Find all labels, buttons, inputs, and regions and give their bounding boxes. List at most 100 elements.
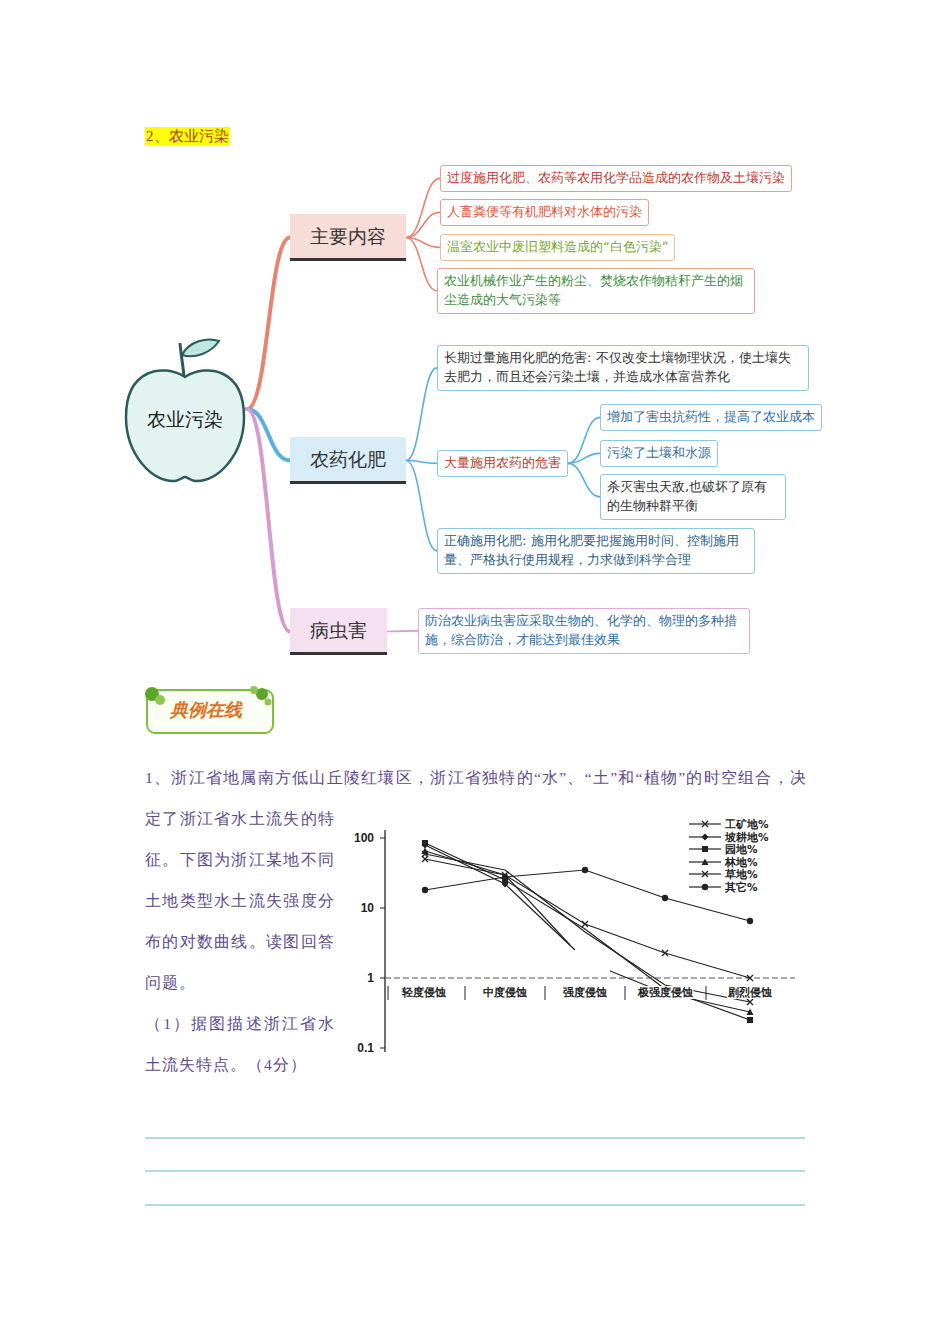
legend-entry: 草地% [688, 868, 758, 881]
sub-branch [568, 417, 600, 463]
chart-axes [380, 830, 795, 1052]
node-text: 过度施用化肥、农药等农用化学品造成的农作物及土壤污染 [447, 169, 785, 188]
question-text: 1、浙江省地属南方低山丘陵红壤区，浙江省独特的“水”、“土”和“植物”的时空组合… [145, 757, 807, 1003]
legend-entry: 林地% [688, 856, 758, 869]
y-tick-label: 10 [333, 901, 375, 915]
banner-leaf [250, 686, 258, 694]
branch-box: 主要内容 [290, 214, 406, 261]
legend-entry: 工矿地% [688, 818, 769, 831]
banner-frame [147, 690, 273, 733]
y-tick [380, 908, 385, 909]
node-text: 温室农业中废旧塑料造成的“白色污染” [447, 238, 668, 257]
legend-marker [702, 871, 708, 877]
point-marker [582, 867, 588, 873]
legend-entry: 坡耕地% [688, 831, 769, 844]
apple-stem [180, 343, 184, 377]
legend-text: 工矿地% [725, 818, 769, 830]
node-text: 增加了害虫抗药性，提高了农业成本 [607, 408, 815, 427]
point-marker [747, 975, 753, 981]
main-branch [247, 238, 290, 410]
series-line [425, 843, 750, 1020]
node-text: 正确施用化肥: 施用化肥要把握施用时间、控制施用量、严格执行使用规程，力求做到科… [444, 532, 748, 570]
answer-line [145, 1171, 805, 1172]
node-text: 病虫害 [310, 618, 367, 644]
x-tick-label: 极强度侵蚀 [637, 986, 694, 999]
sub-branch [406, 212, 440, 237]
y-tick [380, 838, 385, 839]
sub-branch [568, 453, 600, 463]
chart-series [425, 843, 750, 1020]
y-tick [380, 978, 385, 979]
leaf-box: 人畜粪便等有机肥料对水体的污染 [440, 199, 649, 226]
legend-marker [702, 846, 708, 852]
y-tick [380, 1048, 385, 1049]
node-text: 人畜粪便等有机肥料对水体的污染 [447, 203, 642, 222]
point-marker [422, 851, 428, 857]
question-item: （1）据图描述浙江省水土流失特点。（4分） [145, 1003, 807, 1085]
banner-leaf [265, 699, 272, 706]
legend-marker [702, 833, 709, 840]
legend-marker [702, 858, 709, 865]
x-axis [385, 978, 795, 979]
node-text: 杀灭害虫天敌,也破坏了原有的生物种群平衡 [607, 478, 779, 516]
leaf-box: 正确施用化肥: 施用化肥要把握施用时间、控制施用量、严格执行使用规程，力求做到科… [437, 528, 755, 574]
node-text: 主要内容 [310, 224, 386, 250]
x-tick [545, 986, 546, 1000]
legend-entry: 园地% [688, 843, 758, 856]
point-marker [422, 887, 428, 893]
node-text: 防治农业病虫害应采取生物的、化学的、物理的多种措施，综合防治，才能达到最佳效果 [425, 612, 743, 650]
x-tick-label: 轻度侵蚀 [401, 986, 447, 999]
apple-leaf [182, 340, 219, 357]
x-tick [388, 986, 389, 1000]
leaf-box: 温室农业中废旧塑料造成的“白色污染” [440, 234, 675, 261]
sub-branch [406, 368, 437, 461]
legend-text: 其它% [725, 881, 758, 893]
y-tick-label: 100 [333, 831, 375, 845]
legend-entry: 其它% [688, 881, 758, 894]
series-line [425, 870, 750, 921]
legend-marker [702, 884, 708, 890]
leaf-box: 长期过量施用化肥的危害: 不仅改变土壤物理状况，使土壤失去肥力，而且还会污染土壤… [437, 345, 809, 391]
y-tick-label: 1 [333, 971, 375, 985]
node-text: 长期过量施用化肥的危害: 不仅改变土壤物理状况，使土壤失去肥力，而且还会污染土壤… [444, 349, 802, 387]
x-tick [625, 986, 626, 1000]
sub-branch [406, 238, 437, 291]
sub-branch [568, 463, 600, 496]
leaf-box: 增加了害虫抗药性，提高了农业成本 [600, 404, 822, 431]
banner-text: 典例在线 [170, 699, 242, 721]
series-line [425, 851, 750, 1012]
legend-text: 林地% [725, 856, 758, 868]
legend-sample [688, 882, 722, 892]
point-marker [582, 921, 588, 927]
point-marker [662, 950, 668, 956]
section-heading: 2、农业污染 [145, 127, 230, 146]
legend-sample [688, 857, 722, 867]
banner-leaf [155, 695, 165, 705]
point-marker [747, 999, 753, 1005]
legend-sample [688, 869, 722, 879]
legend-text: 草地% [725, 868, 758, 880]
leaf-box: 杀灭害虫天敌,也破坏了原有的生物种群平衡 [600, 474, 786, 520]
root-apple: 农业污染 [123, 333, 247, 485]
y-tick-label: 0.1 [333, 1041, 375, 1055]
leaf-box: 污染了土壤和水源 [600, 440, 718, 467]
node-text: 大量施用农药的危害 [444, 454, 561, 473]
x-tick-label: 剧烈侵蚀 [727, 986, 773, 999]
point-marker [747, 918, 753, 924]
series-line [425, 845, 575, 950]
point-marker [662, 895, 668, 901]
section-banner [145, 686, 273, 733]
node-text: 农业机械作业产生的粉尘、焚烧农作物秸秆产生的烟尘造成的大气污染等 [444, 272, 748, 310]
series-line [425, 859, 750, 978]
legend-marker [702, 821, 708, 827]
x-tick-label: 强度侵蚀 [562, 986, 608, 999]
answer-line [145, 1205, 805, 1206]
legend-sample [688, 819, 722, 829]
answer-line [145, 1138, 805, 1139]
sub-branch [406, 461, 437, 551]
point-marker [422, 840, 428, 846]
branch-box: 农药化肥 [290, 437, 406, 484]
legend-text: 坡耕地% [725, 831, 769, 843]
y-axis [384, 830, 385, 1052]
